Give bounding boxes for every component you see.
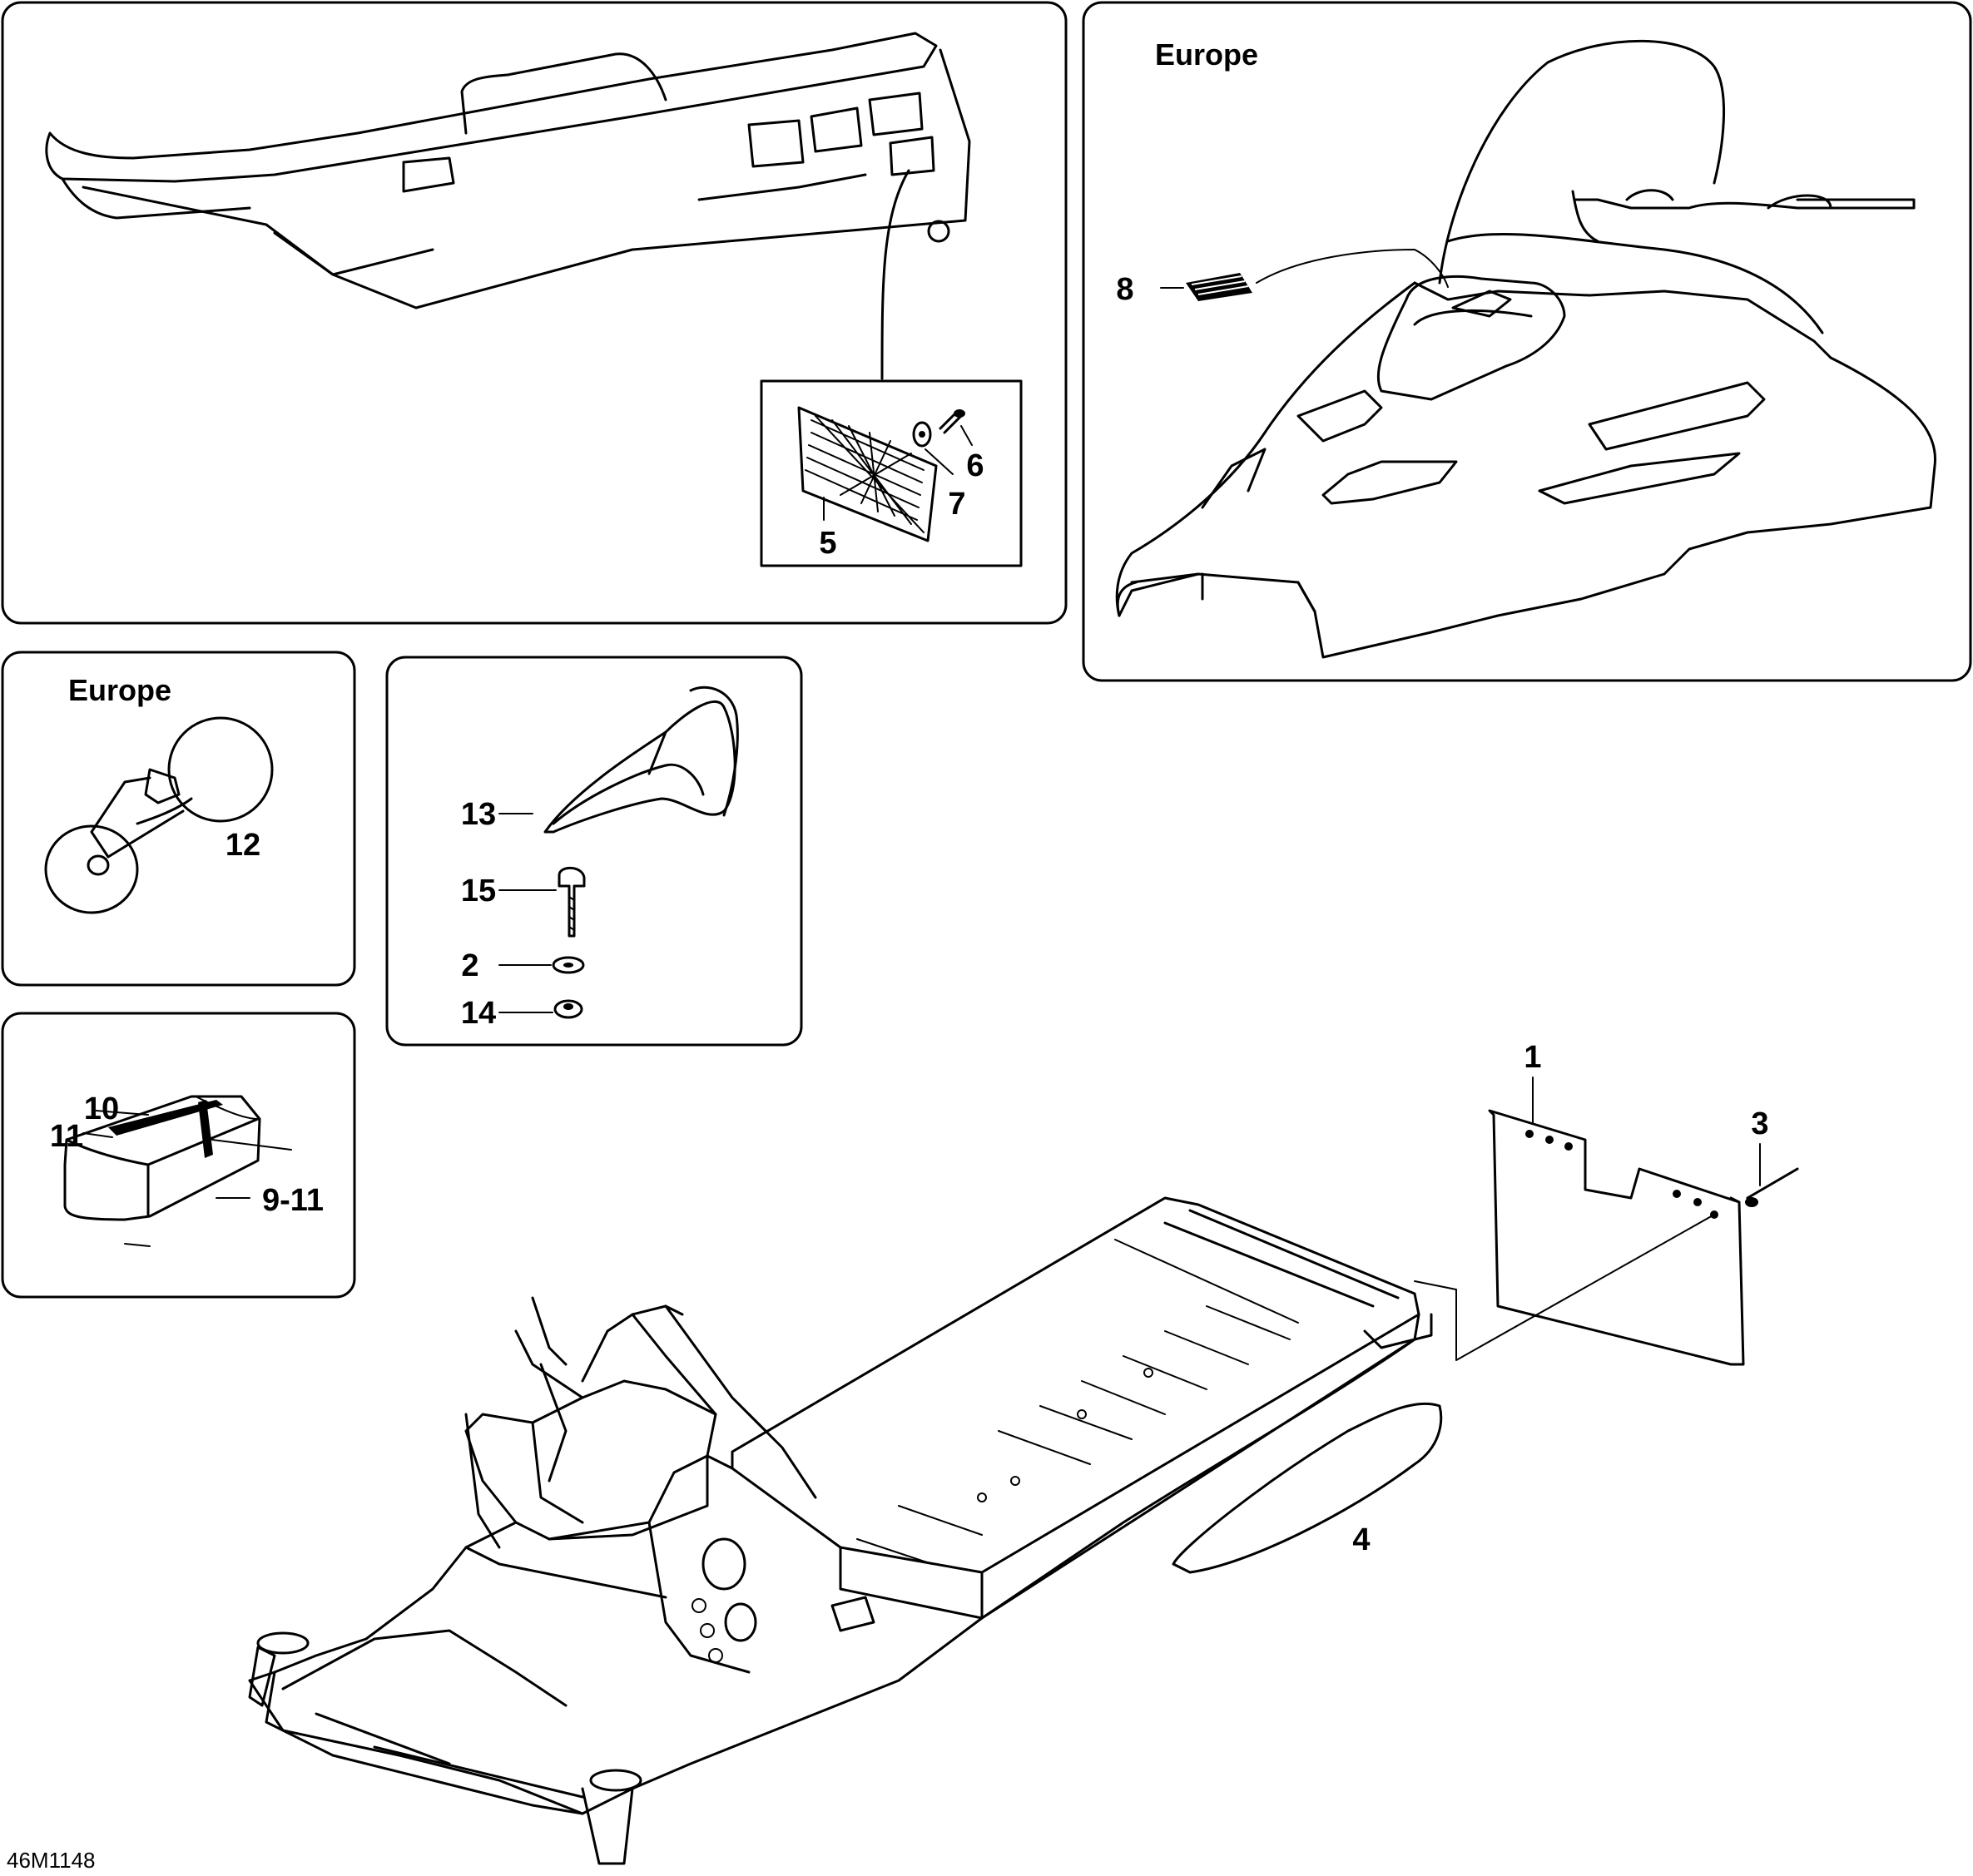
horn-icon bbox=[44, 716, 274, 914]
panel-horn-frame bbox=[1, 651, 356, 987]
hood-region-label: Europe bbox=[1155, 37, 1258, 72]
panel-kit: 10 11 9-11 bbox=[1, 1012, 356, 1299]
callout-15: 15 bbox=[461, 874, 496, 908]
callout-7: 7 bbox=[948, 487, 965, 522]
callout-1: 1 bbox=[1524, 1040, 1541, 1075]
screw-15-icon bbox=[558, 866, 586, 938]
frame-assembly: 1 3 4 bbox=[248, 1040, 1799, 1865]
seat-illustration bbox=[45, 32, 971, 380]
reflector-icon bbox=[797, 406, 938, 542]
horn-region-label: Europe bbox=[68, 673, 171, 707]
panel-mirror: 13 15 2 14 bbox=[385, 656, 803, 1047]
callout-4: 4 bbox=[1352, 1522, 1370, 1557]
mirror-icon bbox=[543, 686, 739, 834]
tunnel-illustration bbox=[248, 1196, 1433, 1865]
washer-icon bbox=[912, 421, 932, 448]
snowguard-panel-icon bbox=[1488, 1109, 1745, 1366]
callout-2: 2 bbox=[461, 948, 478, 983]
hood-illustration bbox=[1115, 39, 1937, 659]
nut-14-icon bbox=[553, 999, 583, 1019]
callout-12: 12 bbox=[226, 828, 260, 863]
panel-seat-frame bbox=[1, 1, 1068, 625]
panel-seat: 5 6 7 bbox=[1, 1, 1068, 625]
callout-5: 5 bbox=[819, 526, 836, 561]
callout-3: 3 bbox=[1751, 1106, 1768, 1141]
hood-decal-icon bbox=[1186, 273, 1252, 301]
callout-11: 11 bbox=[50, 1119, 83, 1154]
callout-9-11: 9-11 bbox=[262, 1183, 324, 1218]
panel-mirror-frame bbox=[385, 656, 803, 1047]
panel-hood: Europe bbox=[1082, 1, 1972, 682]
screw-icon bbox=[939, 409, 965, 434]
callout-6: 6 bbox=[966, 448, 984, 483]
callout-8: 8 bbox=[1116, 272, 1133, 307]
callout-10: 10 bbox=[84, 1091, 119, 1126]
reflector-detail-box bbox=[760, 379, 1023, 567]
washer-2-icon bbox=[552, 956, 585, 974]
rivet-3-icon bbox=[1745, 1167, 1799, 1207]
panel-hood-frame bbox=[1082, 1, 1972, 682]
toolkit-bag-icon bbox=[63, 1095, 292, 1247]
panel-horn: Europe 12 bbox=[1, 651, 356, 987]
panel-kit-frame bbox=[1, 1012, 356, 1299]
callout-13: 13 bbox=[461, 797, 496, 832]
callout-14: 14 bbox=[461, 996, 496, 1031]
side-deflector-icon bbox=[1172, 1402, 1443, 1574]
figure-reference: 46M1148 bbox=[7, 1848, 96, 1873]
